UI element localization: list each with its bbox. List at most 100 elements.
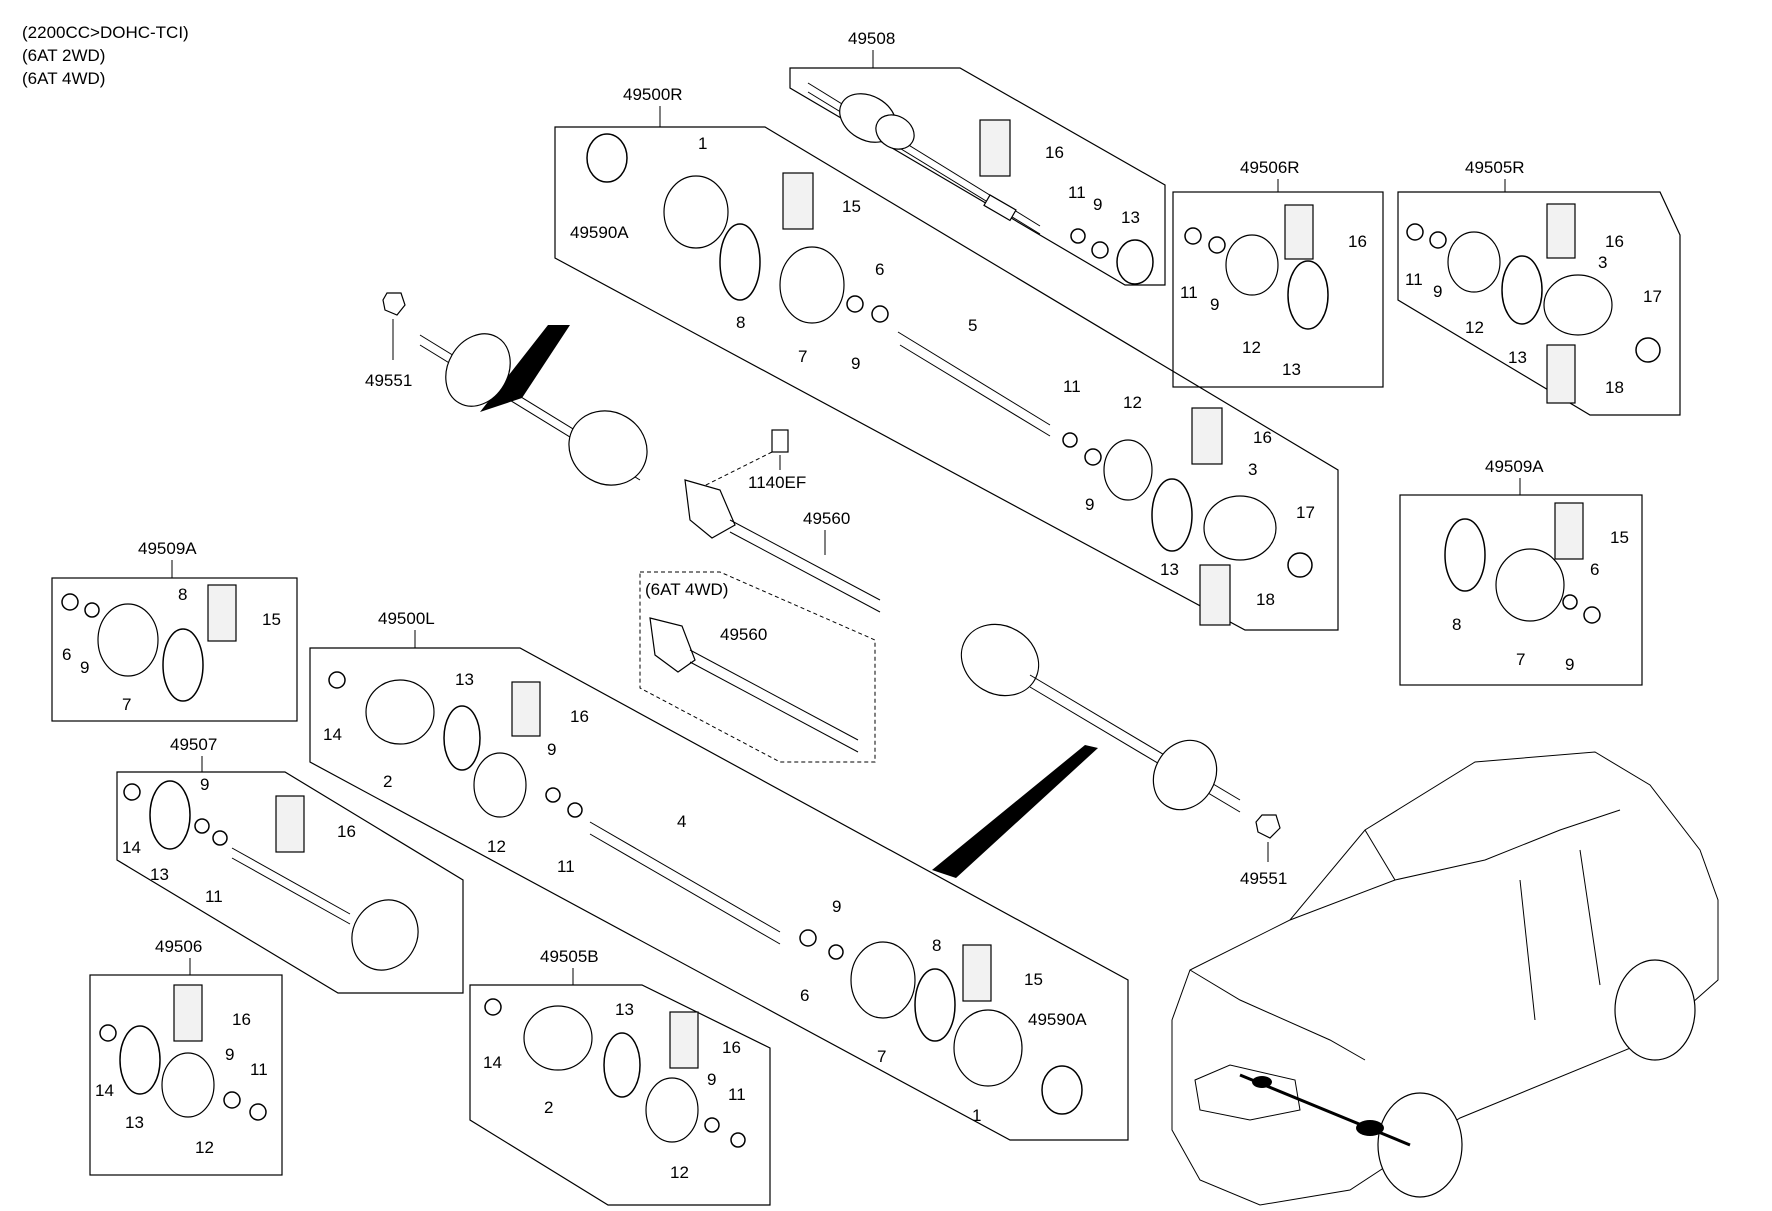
callout-9[interactable]: 9	[225, 1045, 234, 1064]
callout-7[interactable]: 7	[877, 1047, 886, 1066]
callout-14[interactable]: 14	[483, 1053, 502, 1072]
callout-11[interactable]: 11	[557, 857, 575, 876]
group-6AT-4WD-label[interactable]: (6AT 4WD)	[645, 580, 728, 599]
callout-3[interactable]: 3	[1598, 253, 1607, 272]
callout-2[interactable]: 2	[544, 1098, 553, 1117]
callout-1[interactable]: 1	[698, 134, 707, 153]
callout-13[interactable]: 13	[125, 1113, 144, 1132]
callout-1[interactable]: 1	[972, 1106, 981, 1125]
grease-tube-icon	[1554, 502, 1584, 560]
callout-6[interactable]: 6	[1590, 560, 1599, 579]
callout-13[interactable]: 13	[1160, 560, 1179, 579]
callout-49551[interactable]: 49551	[1240, 869, 1287, 888]
callout-18[interactable]: 18	[1256, 590, 1275, 609]
tripod-housing-icon	[365, 679, 435, 745]
group-49506-label[interactable]: 49506	[155, 937, 202, 956]
callout-16[interactable]: 16	[722, 1038, 741, 1057]
callout-18[interactable]: 18	[1605, 378, 1624, 397]
group-49505B-label[interactable]: 49505B	[540, 947, 599, 966]
callout-16[interactable]: 16	[1605, 232, 1624, 251]
group-49505R-label[interactable]: 49505R	[1465, 158, 1525, 177]
callout-49560[interactable]: 49560	[803, 509, 850, 528]
callout-11[interactable]: 11	[1180, 283, 1198, 302]
callout-49551[interactable]: 49551	[365, 371, 412, 390]
callout-1140EF[interactable]: 1140EF	[748, 473, 806, 492]
callout-15[interactable]: 15	[842, 197, 861, 216]
grease-tube-icon	[669, 1011, 699, 1069]
callout-15[interactable]: 15	[262, 610, 281, 629]
callout-13[interactable]: 13	[1282, 360, 1301, 379]
callout-13[interactable]: 13	[455, 670, 474, 689]
callout-8[interactable]: 8	[1452, 615, 1461, 634]
callout-11[interactable]: 11	[1405, 270, 1423, 289]
callout-11[interactable]: 11	[205, 887, 223, 906]
callout-11[interactable]: 11	[1063, 377, 1081, 396]
group-49507-label[interactable]: 49507	[170, 735, 217, 754]
callout-2[interactable]: 2	[383, 772, 392, 791]
callout-8[interactable]: 8	[178, 585, 187, 604]
callout-17[interactable]: 17	[1643, 287, 1662, 306]
callout-11[interactable]: 11	[728, 1085, 746, 1104]
callout-9[interactable]: 9	[200, 775, 209, 794]
group-49509A-right-frame	[1399, 494, 1643, 686]
group-49509A-right-label[interactable]: 49509A	[1485, 457, 1544, 476]
callout-6[interactable]: 6	[62, 645, 71, 664]
callout-3[interactable]: 3	[1248, 460, 1257, 479]
group-49506R-label[interactable]: 49506R	[1240, 158, 1300, 177]
callout-9[interactable]: 9	[707, 1070, 716, 1089]
group-49508-label[interactable]: 49508	[848, 29, 895, 48]
callout-12[interactable]: 12	[487, 837, 506, 856]
callout-12[interactable]: 12	[1465, 318, 1484, 337]
callout-16[interactable]: 16	[337, 822, 356, 841]
group-49500L-label[interactable]: 49500L	[378, 609, 435, 628]
callout-4[interactable]: 4	[677, 812, 686, 831]
callout-16[interactable]: 16	[1045, 143, 1064, 162]
outer-cv-joint-icon	[445, 333, 511, 407]
callout-13[interactable]: 13	[150, 865, 169, 884]
callout-16[interactable]: 16	[570, 707, 589, 726]
callout-17[interactable]: 17	[1296, 503, 1315, 522]
callout-9[interactable]: 9	[1565, 655, 1574, 674]
callout-16[interactable]: 16	[1253, 428, 1272, 447]
callout-11[interactable]: 11	[1068, 183, 1086, 202]
callout-7[interactable]: 7	[122, 695, 131, 714]
callout-8[interactable]: 8	[932, 936, 941, 955]
callout-9[interactable]: 9	[80, 658, 89, 677]
callout-8[interactable]: 8	[736, 313, 745, 332]
callout-12[interactable]: 12	[1123, 393, 1142, 412]
callout-16[interactable]: 16	[1348, 232, 1367, 251]
callout-12[interactable]: 12	[670, 1163, 689, 1182]
callout-14[interactable]: 14	[122, 838, 141, 857]
callout-9[interactable]: 9	[547, 740, 556, 759]
callout-49590A[interactable]: 49590A	[1028, 1010, 1087, 1029]
callout-6[interactable]: 6	[800, 986, 809, 1005]
callout-14[interactable]: 14	[95, 1081, 114, 1100]
group-49500R-label[interactable]: 49500R	[623, 85, 683, 104]
callout-12[interactable]: 12	[195, 1138, 214, 1157]
callout-7[interactable]: 7	[1516, 650, 1525, 669]
callout-15[interactable]: 15	[1610, 528, 1629, 547]
callout-9[interactable]: 9	[1433, 282, 1442, 301]
callout-9[interactable]: 9	[1085, 495, 1094, 514]
boot-icon	[97, 603, 159, 677]
callout-49560[interactable]: 49560	[720, 625, 767, 644]
callout-9[interactable]: 9	[851, 354, 860, 373]
callout-14[interactable]: 14	[323, 725, 342, 744]
grease-tube-icon	[782, 172, 814, 230]
callout-13[interactable]: 13	[1508, 348, 1527, 367]
callout-9[interactable]: 9	[832, 897, 841, 916]
group-49509A-left-label[interactable]: 49509A	[138, 539, 197, 558]
callout-11[interactable]: 11	[250, 1060, 268, 1079]
callout-13[interactable]: 13	[615, 1000, 634, 1019]
callout-7[interactable]: 7	[798, 347, 807, 366]
callout-12[interactable]: 12	[1242, 338, 1261, 357]
callout-9[interactable]: 9	[1093, 195, 1102, 214]
callout-16[interactable]: 16	[232, 1010, 251, 1029]
callout-13[interactable]: 13	[1121, 208, 1140, 227]
callout-6[interactable]: 6	[875, 260, 884, 279]
clamp-ring-icon	[1091, 241, 1109, 259]
callout-5[interactable]: 5	[968, 316, 977, 335]
callout-9[interactable]: 9	[1210, 295, 1219, 314]
callout-15[interactable]: 15	[1024, 970, 1043, 989]
callout-49590A[interactable]: 49590A	[570, 223, 629, 242]
